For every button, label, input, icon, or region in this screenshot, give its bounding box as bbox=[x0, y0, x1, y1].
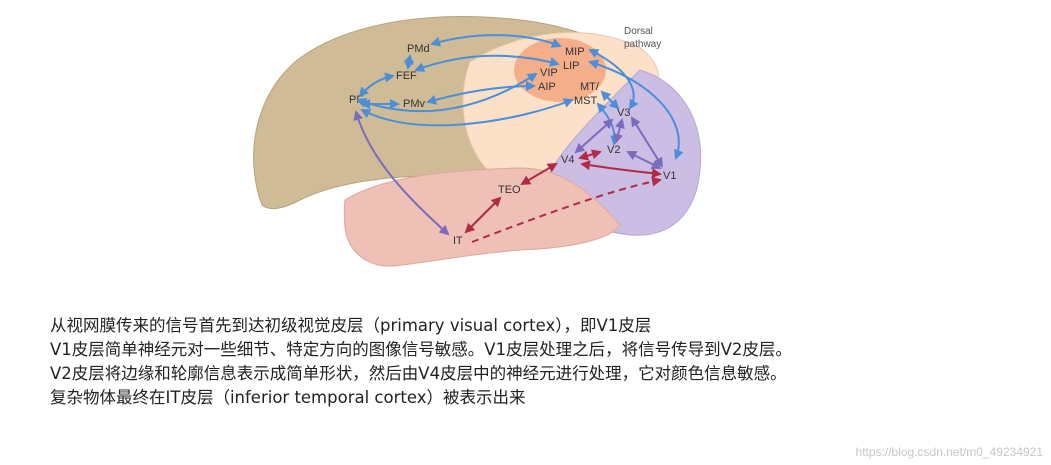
brain-visual-pathways-diagram: PMd FEF PF PMv MIP LIP VIP AIP MT/ MST V… bbox=[253, 16, 702, 267]
caption-line-1: 从视网膜传来的信号首先到达初级视觉皮层（primary visual corte… bbox=[50, 316, 652, 335]
watermark: https://blog.csdn.net/m0_49234921 bbox=[855, 445, 1043, 459]
label-teo: TEO bbox=[498, 184, 521, 196]
label-mt: MT/ bbox=[580, 81, 600, 93]
arrow-v1-it-dashed bbox=[471, 176, 662, 243]
caption-line-2: V1皮层简单神经元对一些细节、特定方向的图像信号敏感。V1皮层处理之后，将信号传… bbox=[50, 340, 792, 359]
arrow-fef-pmd bbox=[403, 54, 415, 70]
arrow-lip-v1 bbox=[588, 59, 684, 160]
dorsal-pathway-label: Dorsal bbox=[624, 26, 653, 37]
label-fef: FEF bbox=[396, 70, 417, 82]
arrow-v4-v2 bbox=[578, 149, 602, 161]
label-v1: V1 bbox=[663, 170, 676, 182]
arrow-pmd-mip bbox=[430, 34, 562, 48]
label-vip: VIP bbox=[540, 67, 558, 79]
label-v2: V2 bbox=[607, 144, 620, 156]
arrow-teo-v4 bbox=[520, 162, 558, 186]
dorsal-pathway-label-2: pathway bbox=[624, 39, 661, 50]
label-pmd: PMd bbox=[407, 43, 430, 55]
label-it: IT bbox=[453, 235, 463, 247]
label-lip: LIP bbox=[563, 60, 580, 72]
arrow-fef-lip bbox=[414, 54, 560, 72]
label-aip: AIP bbox=[538, 81, 556, 93]
caption-line-4: 复杂物体最终在IT皮层（inferior temporal cortex）被表示… bbox=[50, 388, 526, 407]
caption: 从视网膜传来的信号首先到达初级视觉皮层（primary visual corte… bbox=[50, 314, 1040, 410]
arrow-v4-v1 bbox=[580, 160, 662, 179]
label-pmv: PMv bbox=[403, 98, 426, 110]
label-v3: V3 bbox=[617, 107, 630, 119]
label-mst: MST bbox=[574, 95, 598, 107]
arrow-v4-v3 bbox=[574, 118, 614, 154]
arrow-pf-vip bbox=[356, 72, 538, 113]
arrow-it-teo bbox=[464, 196, 502, 234]
arrow-pf-it bbox=[353, 110, 450, 236]
arrow-mt-v3 bbox=[600, 90, 620, 110]
arrow-v3-v2 bbox=[613, 118, 625, 144]
label-mip: MIP bbox=[565, 46, 585, 58]
caption-line-3: V2皮层将边缘和轮廓信息表示成简单形状，然后由V4皮层中的神经元进行处理，它对颜… bbox=[50, 364, 787, 383]
label-v4: V4 bbox=[561, 154, 574, 166]
